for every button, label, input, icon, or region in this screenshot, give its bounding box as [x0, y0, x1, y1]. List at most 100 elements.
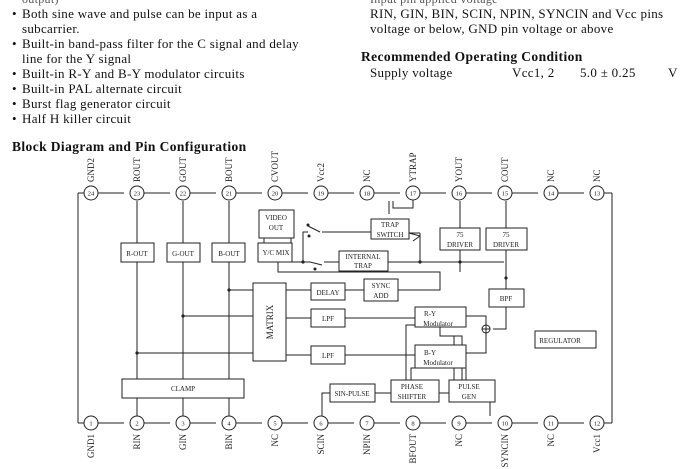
supply-voltage-param: Supply voltage: [370, 65, 453, 80]
pin-number: 19: [318, 191, 325, 198]
g-out-block: [166, 242, 201, 263]
by-mod-label-1: B-Y: [424, 349, 436, 357]
lpf-2-block: [310, 345, 346, 365]
pin-name: NC: [546, 169, 556, 182]
pin-name: NC: [546, 434, 556, 447]
pin-5: 5NC: [267, 415, 283, 447]
pin-number: 13: [594, 191, 601, 198]
pin-number: 21: [226, 191, 233, 198]
bullet-icon: •: [12, 66, 17, 81]
pin-name: ROUT: [132, 157, 142, 182]
pin-number: 7: [365, 421, 369, 428]
pin-circle: [267, 415, 283, 431]
supply-voltage-symbol: Vcc1, 2: [512, 65, 555, 80]
cut-off-text-line: Input pin applied voltage: [370, 0, 498, 7]
driver-y-block: [439, 227, 481, 251]
pin-circle: [359, 185, 375, 201]
pin-name: GIN: [178, 434, 188, 450]
pin-circle: [175, 185, 191, 201]
pulse-gen-block: [448, 379, 496, 403]
feature-item-2: Built-in band-pass filter for the C sign…: [22, 36, 299, 51]
bullet-icon: •: [12, 96, 17, 111]
driver-y-label-2: DRIVER: [447, 241, 473, 249]
pin-name: BOUT: [224, 157, 234, 182]
pin-number: 6: [319, 421, 323, 428]
trap-switch-label-1: TRAP: [381, 221, 399, 229]
sync-add-block: [363, 278, 399, 302]
internal-trap-label-1: INTERNAL: [346, 253, 381, 261]
pin-20: 20 CVOUT: [267, 150, 283, 201]
feature-item-1: Both sine wave and pulse can be input as…: [22, 6, 258, 21]
by-modulator-block: [414, 344, 467, 369]
trap-switch-label-2: SWITCH: [377, 231, 404, 239]
pin-circle: [83, 415, 99, 431]
video-out-label-1: VIDEO: [265, 214, 287, 222]
pin-name: NC: [270, 434, 280, 447]
r-out-label: R-OUT: [126, 250, 148, 258]
pin-number: 9: [457, 421, 460, 428]
feature-item-4: Built-in PAL alternate circuit: [22, 81, 183, 96]
b-out-label: B-OUT: [218, 250, 240, 258]
pin-circle: [221, 185, 237, 201]
pulse-gen-label-1: PULSE: [458, 383, 479, 391]
pin-name: RIN: [132, 434, 142, 450]
pin-number: 20: [272, 191, 279, 198]
pin-number: 18: [364, 191, 371, 198]
pin-circle: [497, 415, 513, 431]
pin-name: GND2: [86, 158, 96, 182]
matrix-block: [252, 282, 287, 362]
video-out-block: [258, 209, 295, 239]
input-voltage-line-2: voltage or below, GND pin voltage or abo…: [370, 21, 614, 36]
r-out-block: [120, 242, 155, 263]
pin-circle: [405, 185, 421, 201]
sync-add-label-2: ADD: [373, 292, 388, 300]
sin-pulse-block: [329, 383, 376, 403]
pin-name: BFOUT: [408, 434, 418, 464]
driver-c-label-1: 75: [503, 231, 511, 239]
pin-number: 2: [135, 421, 138, 428]
pin-number: 1: [89, 421, 92, 428]
pin-number: 15: [502, 191, 509, 198]
ry-mod-label-1: R-Y: [424, 310, 436, 318]
pin-name: NC: [592, 169, 602, 182]
feature-item-3: Built-in R-Y and B-Y modulator circuits: [22, 66, 245, 81]
pin-circle: [129, 415, 145, 431]
phase-shifter-label-1: PHASE: [401, 383, 423, 391]
pin-number: 3: [181, 421, 184, 428]
pin-name: NC: [362, 169, 372, 182]
lpf-1-block: [310, 308, 346, 328]
sin-pulse-label: SIN-PULSE: [334, 390, 369, 398]
block-diagram-heading: Block Diagram and Pin Configuration: [12, 139, 247, 154]
pin-13: 13 NC: [589, 169, 605, 201]
pin-circle: [589, 185, 605, 201]
yc-mix-block: [257, 242, 293, 263]
pin-name: NC: [454, 434, 464, 447]
pin-number: 16: [456, 191, 463, 198]
pin-circle: [543, 415, 559, 431]
pin-circle: [497, 185, 513, 201]
pin-number: 10: [502, 421, 509, 428]
pin-9: 9NC: [451, 415, 467, 447]
pin-circle: [313, 185, 329, 201]
supply-voltage-unit: V: [668, 65, 678, 80]
ry-mod-label-2: Modulator: [423, 320, 453, 328]
bullet-icon: •: [12, 6, 17, 21]
driver-c-block: [485, 227, 528, 251]
cut-off-text-line: output): [22, 0, 59, 7]
driver-c-label-2: DRIVER: [493, 241, 519, 249]
pin-name: BIN: [224, 434, 234, 450]
pin-number: 23: [134, 191, 141, 198]
pin-name: CVOUT: [270, 150, 280, 182]
regulator-label: REGULATOR: [539, 337, 581, 345]
internal-trap-block: [338, 250, 389, 272]
